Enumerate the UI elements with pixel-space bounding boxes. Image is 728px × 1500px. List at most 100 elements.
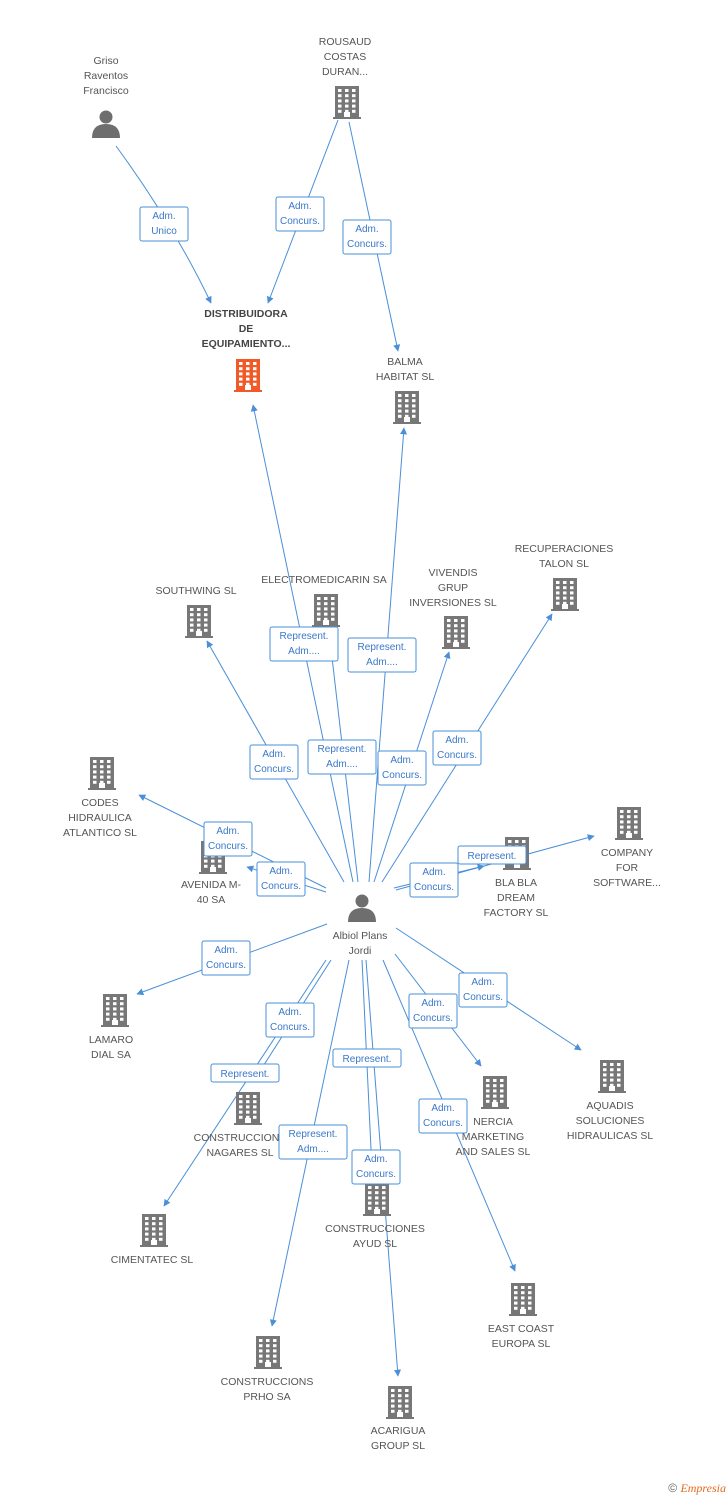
node-label: TALON SL — [539, 558, 589, 570]
node-label: VIVENDIS — [428, 567, 477, 579]
building-icon[interactable] — [363, 1183, 391, 1216]
edge-label-box[interactable] — [347, 637, 417, 673]
edge-label-text: Concurs. — [261, 881, 301, 892]
node-electromedicarin[interactable]: ELECTROMEDICARIN SA — [261, 574, 387, 627]
edge-label-box[interactable] — [203, 821, 253, 857]
edge-label-albiol-avenida[interactable]: Adm.Concurs. — [256, 861, 306, 897]
building-icon[interactable] — [509, 1283, 537, 1316]
building-icon[interactable] — [333, 86, 361, 119]
edge-label-albiol-nercia[interactable]: Adm.Concurs. — [408, 993, 458, 1029]
node-label: AYUD SL — [353, 1238, 397, 1250]
edge-label-albiol-acarigua[interactable]: Adm.Concurs. — [351, 1149, 401, 1185]
edge-label-box[interactable] — [377, 750, 427, 786]
building-icon[interactable] — [312, 594, 340, 627]
building-icon[interactable] — [185, 605, 213, 638]
edge-label-albiol-prho[interactable]: Represent.Adm.... — [278, 1124, 348, 1160]
brand-logo[interactable]: Empresia — [680, 1481, 726, 1495]
building-icon[interactable] — [615, 807, 643, 840]
edge-label-box[interactable] — [418, 1098, 468, 1134]
edge-label-text: Concurs. — [356, 1169, 396, 1180]
building-icon[interactable] — [598, 1060, 626, 1093]
edge-label-box[interactable] — [275, 196, 325, 232]
edge-label-text: Concurs. — [208, 841, 248, 852]
edge-label-griso-distribuidora[interactable]: Adm.Unico — [139, 206, 189, 242]
edge-label-albiol-southwing[interactable]: Adm.Concurs. — [249, 744, 299, 780]
building-icon[interactable] — [140, 1214, 168, 1247]
person-icon[interactable] — [92, 110, 120, 139]
edge-label-box[interactable] — [332, 1048, 402, 1068]
edge-label-albiol-recuperaciones[interactable]: Adm.Concurs. — [432, 730, 482, 766]
edge-label-box[interactable] — [458, 972, 508, 1008]
edge-label-albiol-company_sw[interactable]: Represent. — [457, 845, 527, 865]
edge-label-text: Concurs. — [280, 216, 320, 227]
edge-label-albiol-vivendis[interactable]: Adm.Concurs. — [377, 750, 427, 786]
edge-label-text: Adm. — [214, 945, 237, 956]
edge-label-albiol-eastcoast[interactable]: Adm.Concurs. — [418, 1098, 468, 1134]
edge-label-albiol-electromedicarin[interactable]: Represent.Adm.... — [307, 739, 377, 775]
edge-label-box[interactable] — [201, 940, 251, 976]
edge-label-text: Adm. — [152, 211, 175, 222]
edge-label-box[interactable] — [409, 862, 459, 898]
edge-label-albiol-nagares[interactable]: Adm.Concurs. — [265, 1002, 315, 1038]
edge-label-box[interactable] — [278, 1124, 348, 1160]
edge-label-box[interactable] — [139, 206, 189, 242]
edge-label-box[interactable] — [265, 1002, 315, 1038]
edge-label-box[interactable] — [210, 1063, 280, 1083]
building-icon[interactable] — [101, 994, 129, 1027]
building-icon[interactable] — [254, 1336, 282, 1369]
edge-label-rousaud-distribuidora[interactable]: Adm.Concurs. — [275, 196, 325, 232]
edge-label-box[interactable] — [457, 845, 527, 865]
edge-label-box[interactable] — [351, 1149, 401, 1185]
edge-label-text: Concurs. — [437, 750, 477, 761]
edge-label-box[interactable] — [249, 744, 299, 780]
node-cimentatec[interactable]: CIMENTATEC SL — [111, 1214, 194, 1266]
building-icon[interactable] — [551, 578, 579, 611]
node-label: DE — [239, 323, 254, 335]
edge-label-rousaud-balma[interactable]: Adm.Concurs. — [342, 219, 392, 255]
edge-label-box[interactable] — [432, 730, 482, 766]
building-icon[interactable] — [386, 1386, 414, 1419]
building-icon[interactable] — [88, 757, 116, 790]
edge-label-albiol-blabla[interactable]: Adm.Concurs. — [409, 862, 459, 898]
node-label: CONSTRUCCIONE — [194, 1132, 287, 1144]
edge-label-albiol-distribuidora[interactable]: Represent.Adm.... — [269, 626, 339, 662]
node-distribuidora[interactable]: DISTRIBUIDORADEEQUIPAMIENTO... — [202, 308, 291, 392]
edge-label-box[interactable] — [307, 739, 377, 775]
edge-label-albiol-balma[interactable]: Represent.Adm.... — [347, 637, 417, 673]
node-company_sw[interactable]: COMPANYFORSOFTWARE... — [593, 807, 661, 889]
node-southwing[interactable]: SOUTHWING SL — [155, 585, 237, 638]
edge-label-albiol-cimentatec[interactable]: Represent. — [210, 1063, 280, 1083]
building-icon[interactable] — [442, 616, 470, 649]
building-icon[interactable] — [481, 1076, 509, 1109]
person-icon[interactable] — [348, 894, 376, 923]
edge-label-box[interactable] — [342, 219, 392, 255]
building-icon[interactable] — [393, 391, 421, 424]
edge-label-box[interactable] — [256, 861, 306, 897]
node-rousaud[interactable]: ROUSAUDCOSTASDURAN... — [319, 36, 372, 119]
edge-label-albiol-lamaro[interactable]: Adm.Concurs. — [201, 940, 251, 976]
edge-label-albiol-ayud[interactable]: Represent. — [332, 1048, 402, 1068]
building-icon[interactable] — [234, 1092, 262, 1125]
edge-label-albiol-aquadis[interactable]: Adm.Concurs. — [458, 972, 508, 1008]
edge-label-box[interactable] — [269, 626, 339, 662]
edge-label-text: Adm. — [216, 826, 239, 837]
edge-label-box[interactable] — [408, 993, 458, 1029]
edge-label-albiol-codes[interactable]: Adm. Concurs. — [203, 821, 253, 857]
building-icon[interactable] — [234, 359, 262, 392]
